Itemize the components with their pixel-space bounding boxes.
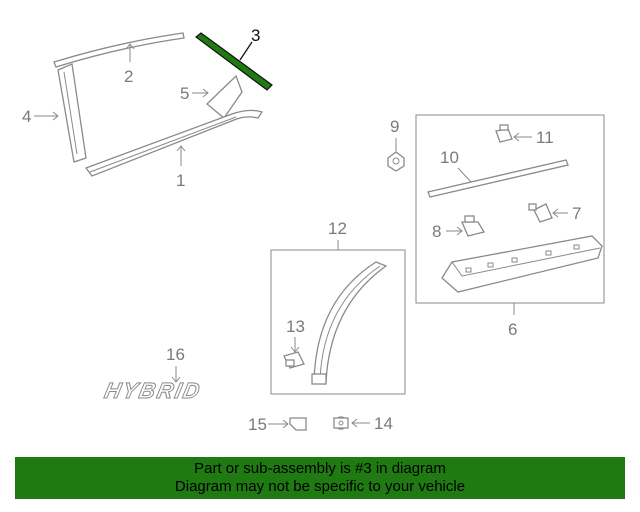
callout-3: 3 <box>251 26 260 45</box>
part-6-box <box>415 114 605 304</box>
callout-1: 1 <box>176 171 185 190</box>
callout-16: 16 <box>166 345 185 364</box>
part-10-rocker-strip[interactable] <box>427 159 569 198</box>
part-9-nut[interactable] <box>387 151 405 172</box>
part-1-door-lower-molding[interactable] <box>84 109 264 177</box>
part-6-rocker-panel[interactable] <box>441 235 603 293</box>
callout-14: 14 <box>374 414 393 433</box>
callout-12: 12 <box>328 219 347 238</box>
part-7-clip[interactable] <box>528 203 553 223</box>
part-5-triangle-garnish[interactable] <box>206 74 243 119</box>
callout-5: 5 <box>180 84 189 103</box>
callout-11: 11 <box>536 128 554 147</box>
part-12-wheel-arch-molding[interactable] <box>311 261 388 385</box>
callout-10: 10 <box>440 148 459 167</box>
part-14-screw[interactable] <box>333 416 349 430</box>
part-13-clip[interactable] <box>283 351 305 369</box>
part-4-pillar-garnish[interactable] <box>57 63 87 163</box>
banner-line-1: Part or sub-assembly is #3 in diagram <box>194 460 446 477</box>
part-3-belt-molding-highlighted[interactable] <box>195 32 273 91</box>
part-15-clip[interactable] <box>289 417 307 431</box>
part-8-clip[interactable] <box>461 215 486 237</box>
callout-7: 7 <box>572 204 581 223</box>
callout-15: 15 <box>248 415 267 434</box>
part-16-hybrid-emblem[interactable]: HYBRID <box>102 378 205 404</box>
info-banner: Part or sub-assembly is #3 in diagram Di… <box>15 457 625 499</box>
callout-4: 4 <box>22 107 31 126</box>
banner-line-2: Diagram may not be specific to your vehi… <box>174 478 466 495</box>
callout-8: 8 <box>432 222 441 241</box>
callout-2: 2 <box>124 67 133 86</box>
part-2-roof-molding[interactable] <box>53 32 185 68</box>
part-12-box <box>270 249 406 395</box>
part-11-clip[interactable] <box>495 124 513 143</box>
callout-13: 13 <box>286 317 305 336</box>
callout-9: 9 <box>390 117 399 136</box>
callout-6: 6 <box>508 320 517 339</box>
